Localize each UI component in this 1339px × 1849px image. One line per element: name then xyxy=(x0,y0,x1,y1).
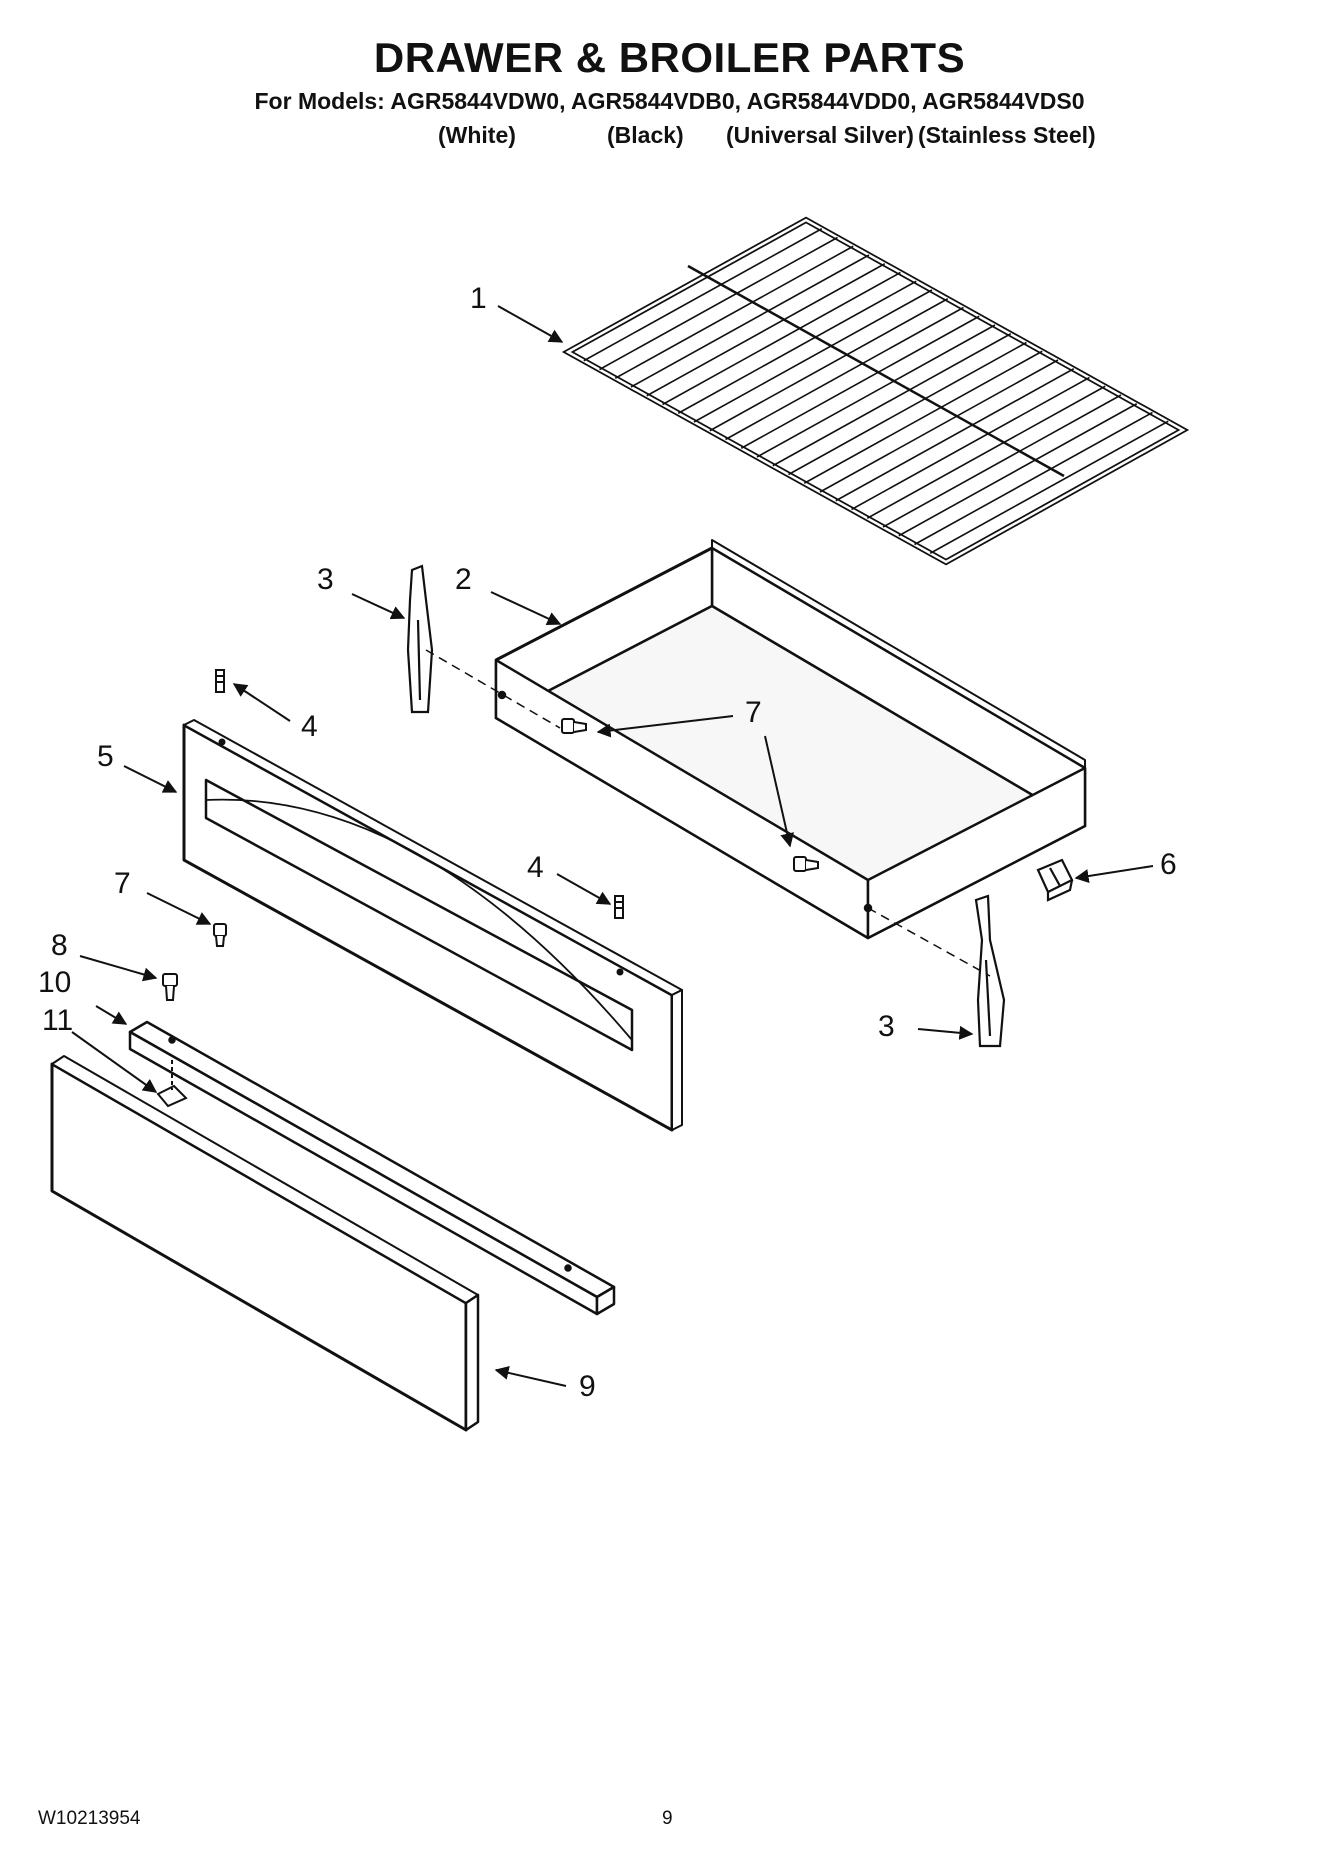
rack-wire xyxy=(630,254,870,388)
drawer-glide-left xyxy=(406,564,434,714)
oven-rack xyxy=(561,216,1190,566)
callout-6: 6 xyxy=(1160,848,1177,881)
rack-wire xyxy=(835,368,1075,502)
rack-wire xyxy=(740,315,980,449)
callout-4-right: 4 xyxy=(527,851,544,884)
rack-wire xyxy=(882,394,1122,528)
rack-wire xyxy=(866,385,1106,519)
variant-stainless-steel: (Stainless Steel) xyxy=(918,122,1096,148)
callout-2: 2 xyxy=(455,563,472,596)
rack-wire xyxy=(725,306,964,441)
page-title: DRAWER & BROILER PARTS xyxy=(373,34,966,81)
callout-9: 9 xyxy=(579,1370,596,1403)
callout-4-top: 4 xyxy=(301,710,318,743)
mounting-line-left xyxy=(425,649,561,729)
rack-wire xyxy=(929,420,1169,554)
rack-wire xyxy=(788,341,1027,476)
callout-10: 10 xyxy=(38,966,71,999)
page-number: 9 xyxy=(662,1808,673,1829)
rack-wire xyxy=(772,333,1012,467)
models-line: For Models: AGR5844VDW0, AGR5844VDB0, AG… xyxy=(254,88,1085,114)
variant-white: (White) xyxy=(438,122,516,148)
callout-7-pan: 7 xyxy=(745,696,762,729)
rack-wire xyxy=(898,403,1138,537)
callout-3-left: 3 xyxy=(317,563,334,596)
rack-wire xyxy=(599,236,838,371)
stud-right xyxy=(614,895,624,919)
broiler-drawer-pan xyxy=(494,539,1087,940)
callout-3-right: 3 xyxy=(878,1010,895,1043)
screw-panel xyxy=(213,923,227,947)
trim-bar xyxy=(128,1020,616,1316)
rack-wire xyxy=(583,228,823,362)
outer-drawer-panel xyxy=(50,1055,480,1432)
variant-black: (Black) xyxy=(607,122,684,148)
bracket xyxy=(156,1060,188,1108)
rack-wire xyxy=(709,298,949,432)
document-number: W10213954 xyxy=(38,1808,141,1829)
screw-pan-left xyxy=(561,718,587,734)
rack-wire xyxy=(803,350,1043,484)
stud-top xyxy=(215,669,225,693)
rack-wire xyxy=(756,324,996,458)
callout-8: 8 xyxy=(51,929,68,962)
rack-wire xyxy=(693,289,933,423)
rack-wire xyxy=(914,411,1153,546)
clip xyxy=(1036,858,1074,902)
rack-wire xyxy=(662,271,901,406)
rack-wire xyxy=(614,245,854,379)
drawer-front-panel xyxy=(182,719,683,1132)
callout-7-panel: 7 xyxy=(114,867,131,900)
screw-pan-right xyxy=(793,856,819,872)
callout-5: 5 xyxy=(97,740,114,773)
callout-1: 1 xyxy=(470,282,487,315)
rack-wire xyxy=(646,263,886,397)
rack-wire xyxy=(819,359,1059,493)
variant-universal-silver: (Universal Silver) xyxy=(726,122,914,148)
drawer-glide-right xyxy=(974,894,1006,1048)
rack-wire xyxy=(851,376,1090,511)
screw-trim xyxy=(162,973,178,1001)
mounting-line-right xyxy=(867,907,991,977)
callout-arrows xyxy=(71,305,1154,1387)
callout-11: 11 xyxy=(42,1004,73,1037)
rack-wire xyxy=(677,280,917,414)
